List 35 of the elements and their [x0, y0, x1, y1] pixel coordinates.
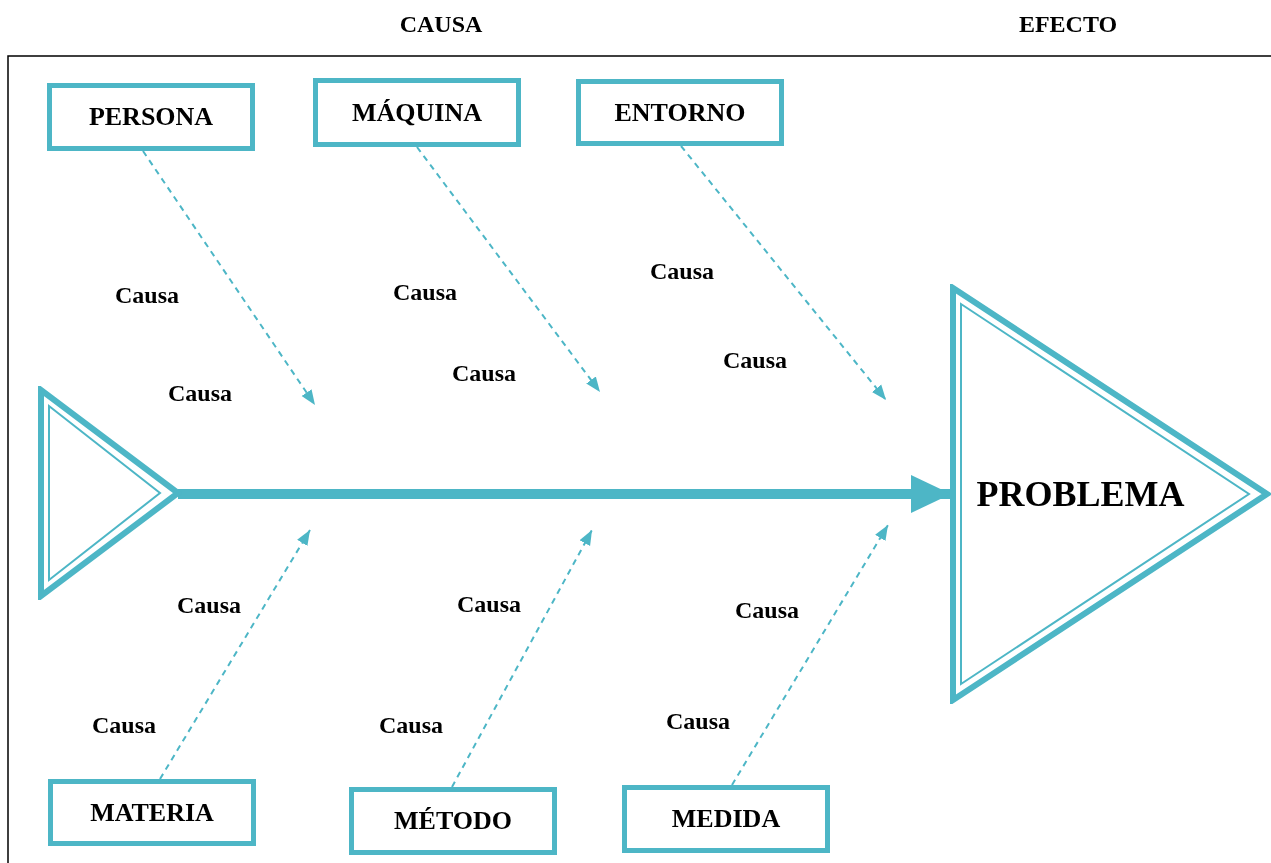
problem-triangle [950, 284, 1271, 704]
category-label: MATERIA [90, 797, 214, 828]
cause-arrow [159, 529, 311, 780]
cause-label: Causa [735, 596, 799, 624]
category-label: PERSONA [88, 102, 214, 132]
column-heading: EFECTO [1018, 10, 1118, 38]
cause-label: Causa [452, 359, 516, 387]
column-heading: CAUSA [399, 10, 483, 38]
category-box [47, 83, 255, 151]
category-box [349, 787, 557, 855]
cause-label: Causa [177, 591, 241, 619]
category-box [48, 779, 256, 846]
category-box [622, 785, 830, 853]
category-label: ENTORNO [614, 97, 746, 128]
cause-arrow [451, 529, 593, 788]
cause-label: Causa [168, 379, 232, 407]
cause-arrow [680, 145, 887, 401]
cause-arrow [731, 524, 889, 786]
category-box [576, 79, 784, 146]
category-label: MÁQUINA [352, 97, 482, 128]
cause-label: Causa [650, 257, 714, 285]
category-label: MEDIDA [671, 804, 781, 834]
cause-arrow [416, 146, 601, 393]
cause-label: Causa [393, 278, 457, 306]
category-label: MÉTODO [394, 806, 512, 836]
cause-label: Causa [723, 346, 787, 374]
cause-label: Causa [379, 711, 443, 739]
cause-label: Causa [115, 281, 179, 309]
cause-label: Causa [666, 707, 730, 735]
cause-arrow [142, 150, 316, 406]
problem-label: PROBLEMA [976, 473, 1185, 515]
category-box [313, 78, 521, 147]
spine-arrow [178, 475, 951, 513]
cause-label: Causa [457, 590, 521, 618]
cause-label: Causa [92, 711, 156, 739]
